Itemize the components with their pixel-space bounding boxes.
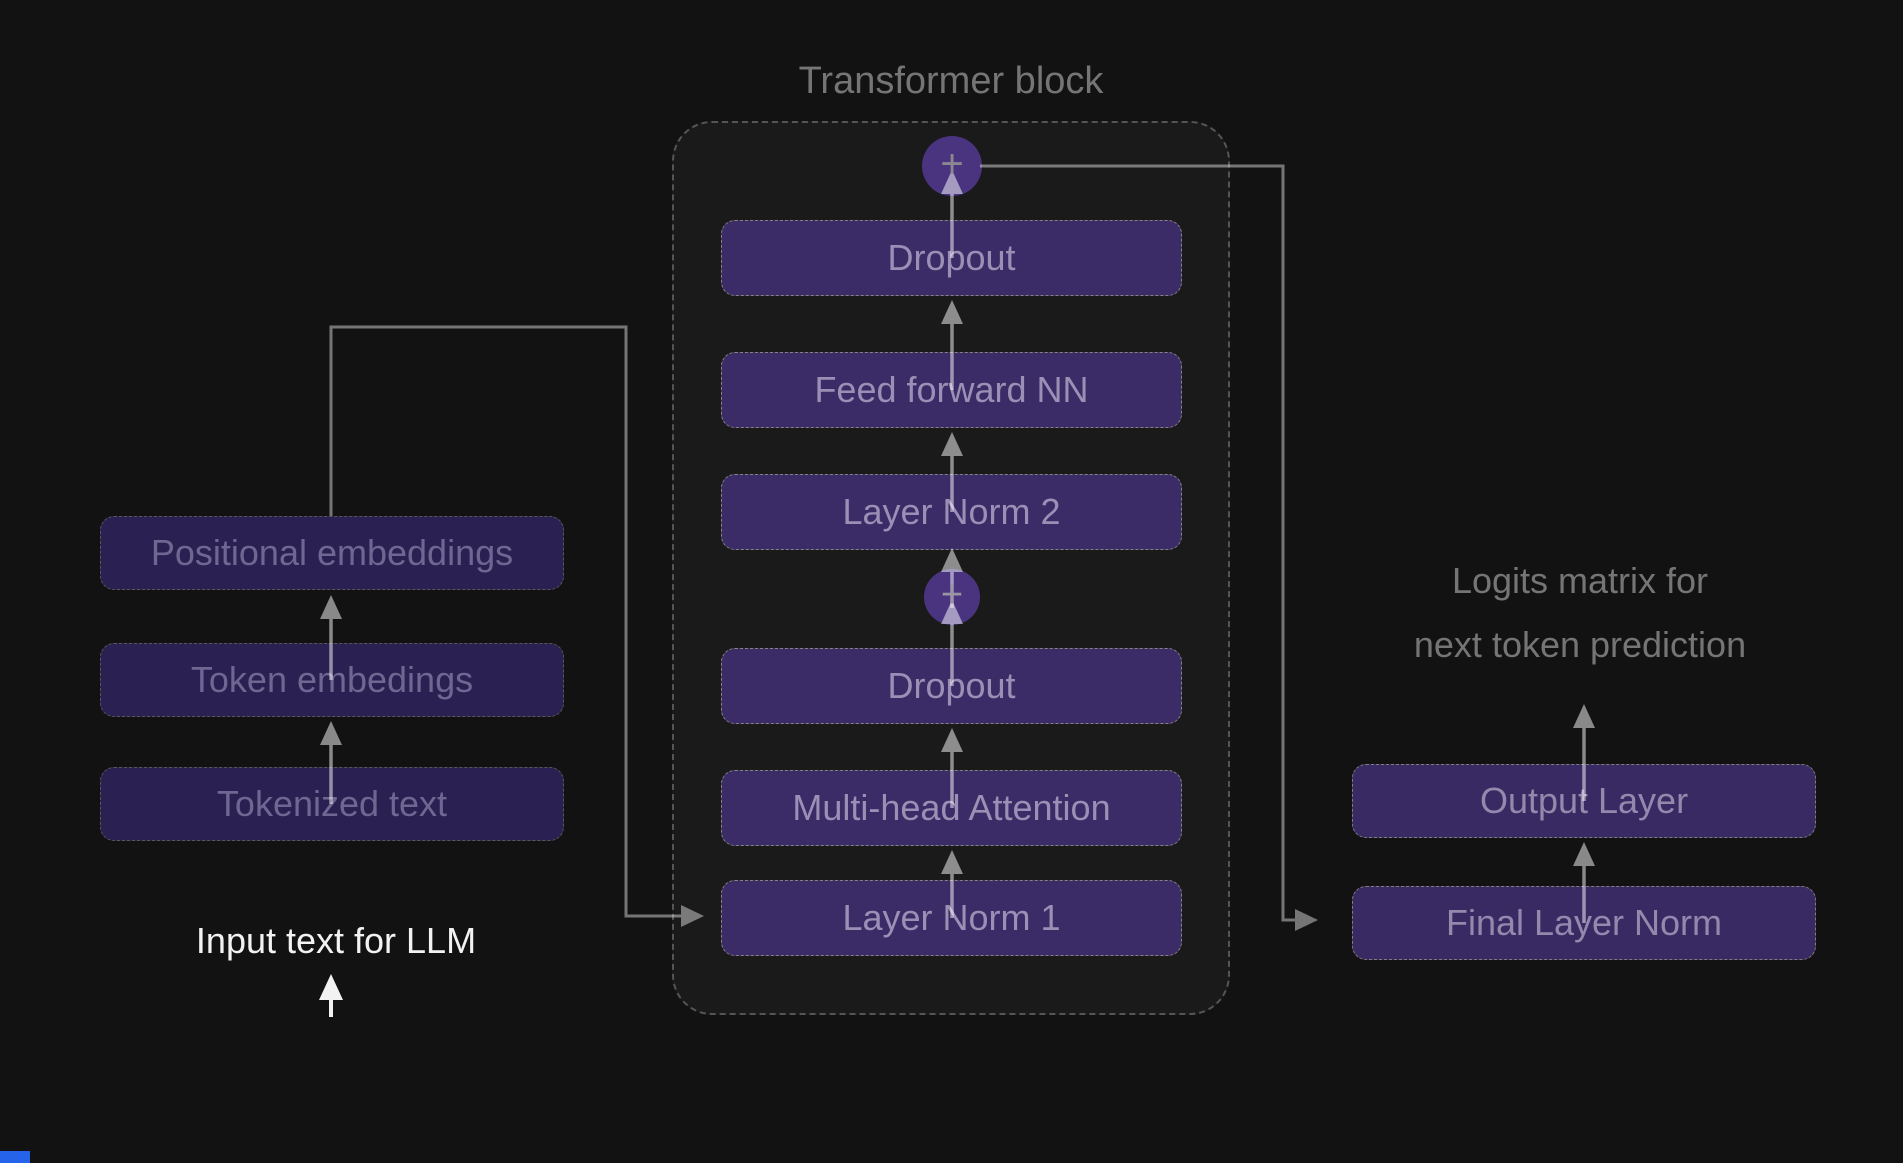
- caption-logits-matrix[interactable]: Logits matrix for next token prediction: [1280, 549, 1880, 677]
- diagram-title: Transformer block: [798, 60, 1104, 102]
- layer-box-multi-head-attention[interactable]: Multi-head Attention: [721, 770, 1182, 846]
- layer-box-dropout-mid[interactable]: Dropout: [721, 648, 1182, 724]
- caption-line: next token prediction: [1413, 624, 1747, 665]
- output-box-label: Final Layer Norm: [1445, 902, 1723, 943]
- layer-box-layer-norm-1[interactable]: Layer Norm 1: [721, 880, 1182, 956]
- embedding-box-label: Tokenized text: [216, 783, 448, 824]
- residual-add-circle-top[interactable]: [922, 136, 982, 196]
- input-arrow: [319, 974, 343, 1017]
- layer-box-label: Feed forward NN: [814, 369, 1089, 410]
- embedding-box-label: Token embedings: [190, 659, 474, 700]
- layer-box-label: Dropout: [887, 237, 1016, 278]
- caption-line: Logits matrix for: [1451, 560, 1709, 601]
- layer-box-label: Multi-head Attention: [792, 787, 1111, 828]
- output-box-final-layer-norm[interactable]: Final Layer Norm: [1352, 886, 1816, 960]
- bottom-left-blue-fragment: [0, 1151, 30, 1163]
- layer-box-label: Dropout: [887, 665, 1016, 706]
- output-box-output-layer[interactable]: Output Layer: [1352, 764, 1816, 838]
- layer-box-dropout-top[interactable]: Dropout: [721, 220, 1182, 296]
- layer-box-layer-norm-2[interactable]: Layer Norm 2: [721, 474, 1182, 550]
- embedding-box-positional[interactable]: Positional embeddings: [100, 516, 564, 590]
- residual-add-circle-mid[interactable]: [924, 569, 980, 625]
- layer-box-feed-forward-nn[interactable]: Feed forward NN: [721, 352, 1182, 428]
- embedding-box-token[interactable]: Token embedings: [100, 643, 564, 717]
- output-box-label: Output Layer: [1479, 780, 1689, 821]
- caption-input-text[interactable]: Input text for LLM: [195, 920, 477, 961]
- embedding-box-tokenized-text[interactable]: Tokenized text: [100, 767, 564, 841]
- layer-box-label: Layer Norm 1: [842, 897, 1061, 938]
- layer-box-label: Layer Norm 2: [842, 491, 1061, 532]
- embedding-box-label: Positional embeddings: [150, 532, 514, 573]
